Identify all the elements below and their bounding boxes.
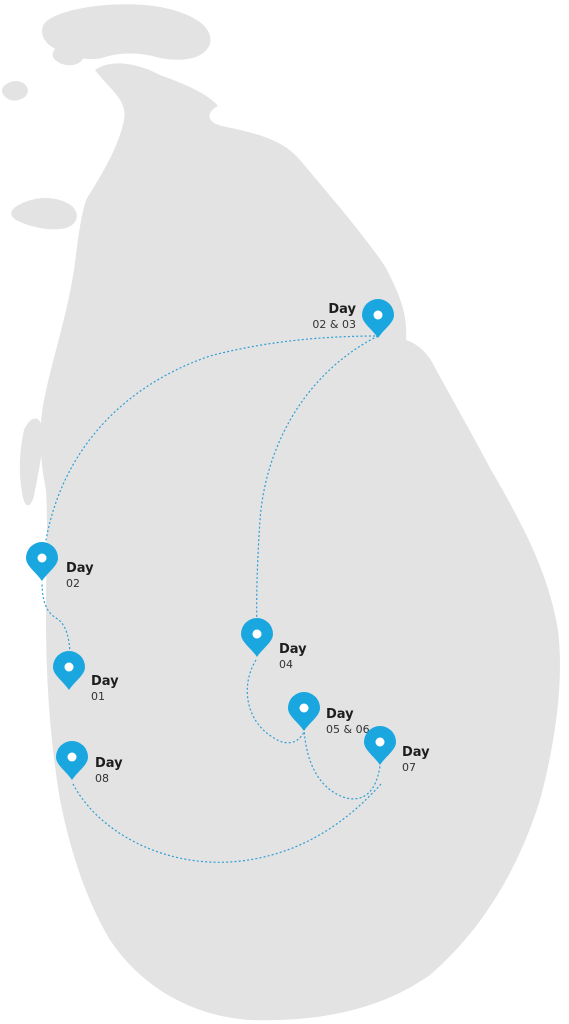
day-label-title: Day	[95, 756, 123, 771]
day-label-title: Day	[66, 561, 94, 576]
northern-islet-b	[2, 81, 28, 101]
day-label-number: 04	[279, 658, 293, 671]
route-day0506-to-day07	[303, 727, 381, 800]
day-label-number: 02	[66, 577, 80, 590]
pin-center-dot	[373, 310, 383, 320]
pin-center-dot	[375, 737, 385, 747]
island-landmass	[2, 4, 560, 1021]
kalpitiya-spit	[19, 418, 43, 506]
route-day02-to-trinco	[41, 335, 379, 579]
day-label-title: Day	[402, 745, 430, 760]
pin-center-dot	[67, 752, 77, 762]
pin-center-dot	[252, 629, 262, 639]
main-island	[40, 63, 560, 1021]
day-label-number: 08	[95, 772, 109, 785]
day-label-number: 05 & 06	[326, 723, 370, 736]
northern-islet-a	[52, 43, 85, 66]
pin-center-dot	[64, 662, 74, 672]
day-label-title: Day	[279, 642, 307, 657]
day-label-number: 02 & 03	[312, 318, 356, 331]
mannar-island	[11, 197, 77, 230]
pin-center-dot	[299, 703, 309, 713]
day-label-title: Day	[328, 302, 356, 317]
route-day01-to-day02	[41, 581, 71, 688]
route-lines	[41, 335, 382, 863]
day-label-number: 01	[91, 690, 105, 703]
route-day04-to-day0506	[246, 659, 305, 744]
day-label-title: Day	[91, 674, 119, 689]
day-label-title: Day	[326, 707, 354, 722]
pin-center-dot	[37, 553, 47, 563]
jaffna-peninsula	[42, 4, 211, 60]
day-label-number: 07	[402, 761, 416, 774]
